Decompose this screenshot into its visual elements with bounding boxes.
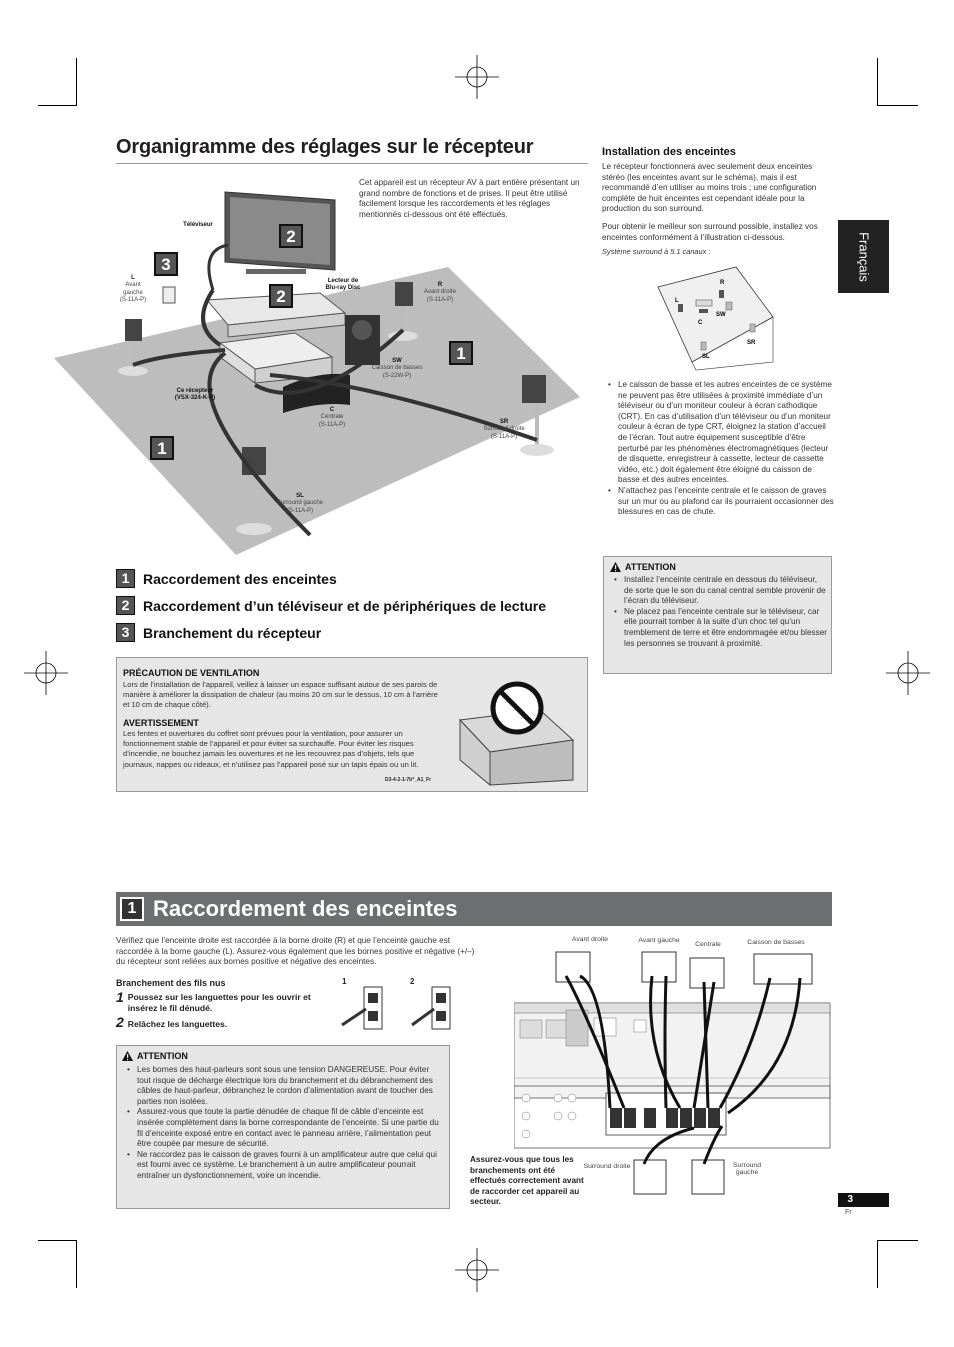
wire-label-avant-gauche: Avant gauche: [638, 937, 680, 944]
badge-1-right: 1: [456, 344, 465, 363]
page-title: Organigramme des réglages sur le récepte…: [116, 136, 534, 158]
crop-mark: [38, 105, 76, 106]
attention-right-bullets: Installez l’enceinte centrale en dessous…: [614, 575, 827, 649]
installation-heading: Installation des enceintes: [602, 146, 736, 158]
ventilation-text: Lors de l’installation de l’appareil, ve…: [123, 680, 438, 709]
installation-bullet: Le caisson de basse et les autres encein…: [608, 380, 834, 486]
room-label-C: C: [698, 320, 703, 326]
page-number: 3: [838, 1193, 889, 1207]
bare-wire-step-1: 1 Poussez sur les languettes pour les ou…: [116, 989, 311, 1013]
doc-code: D3-4-2-1-7b*_A1_Fr: [385, 777, 432, 783]
label-receiver: Ce récepteur(VSX-324-K-P): [174, 388, 216, 402]
attention-bullet: Les bornes des haut-parleurs sont sous u…: [127, 1065, 445, 1107]
room-label-SR: SR: [747, 340, 756, 346]
fig-2-label: 2: [410, 977, 415, 986]
crop-mark: [878, 105, 918, 106]
registration-mark: [24, 651, 68, 695]
setup-illustration: 2 2 3 1 1: [54, 191, 580, 555]
warning-heading: AVERTISSEMENT: [123, 718, 199, 728]
badge-2-player: 2: [276, 287, 285, 306]
registration-mark: [455, 55, 499, 99]
attention-bottom-bullets: Les bornes des haut-parleurs sont sous u…: [127, 1065, 445, 1182]
attention-heading-bottom: ATTENTION: [122, 1051, 188, 1061]
wiring-diagram: [514, 951, 831, 1195]
crop-mark: [76, 1240, 77, 1288]
speaker-SR: [520, 375, 554, 456]
surround-caption: Système surround à 5.1 canaux :: [602, 247, 711, 256]
label-tv: Téléviseur: [183, 222, 213, 228]
crop-mark: [878, 1240, 918, 1241]
crop-mark: [38, 1240, 76, 1241]
warning-triangle-icon: [122, 1051, 133, 1061]
badge-1-left: 1: [157, 439, 166, 458]
speaker-L: [118, 319, 148, 376]
crop-mark: [877, 1240, 878, 1288]
title-rule: [116, 163, 588, 164]
bare-wire-step-2: 2 Relâchez les languettes.: [116, 1014, 228, 1030]
wire-label-centrale: Centrale: [695, 941, 721, 948]
floor-area: [54, 267, 580, 555]
page-lang: Fr: [845, 1209, 852, 1216]
wire-label-caisson: Caisson de basses: [747, 939, 805, 946]
installation-p2: Pour obtenir le meilleur son surround po…: [602, 222, 818, 242]
section-number: 1: [120, 897, 144, 921]
wire-label-surround-droite: Surround droite: [583, 1163, 631, 1170]
language-tab: Français: [838, 220, 889, 293]
wiring-warning: Assurez-vous que tous les branchements o…: [470, 1155, 584, 1207]
badge-3: 3: [161, 255, 170, 274]
intro-text: Cet appareil est un récepteur AV à part …: [359, 178, 580, 219]
room-label-SL: SL: [702, 354, 710, 360]
no-cover-illustration: [458, 681, 575, 787]
bare-wire-illustration: [341, 986, 451, 1030]
ventilation-box: PRÉCAUTION DE VENTILATION Lors de l’inst…: [116, 657, 588, 792]
crop-mark: [76, 58, 77, 106]
section-title-bar: 1 Raccordement des enceintes: [116, 892, 832, 926]
installation-bullets: Le caisson de basse et les autres encein…: [608, 380, 834, 518]
room-label-R: R: [720, 280, 725, 286]
registration-mark: [886, 651, 930, 695]
badge-2-tv: 2: [286, 227, 295, 246]
warning-triangle-icon: [610, 562, 621, 572]
ventilation-heading: PRÉCAUTION DE VENTILATION: [123, 668, 260, 678]
attention-bullet: Ne raccordez pas le caisson de graves fo…: [127, 1150, 445, 1182]
registration-mark: [455, 1248, 499, 1292]
attention-bullet: Installez l’enceinte centrale en dessous…: [614, 575, 827, 607]
wire-label-surround-gauche: Surround gauche: [733, 1162, 761, 1177]
room-label-SW: SW: [716, 312, 726, 318]
attention-box-bottom: ATTENTION Les bornes des haut-parleurs s…: [116, 1045, 450, 1209]
attention-box-right: ATTENTION Installez l’enceinte centrale …: [603, 556, 832, 674]
fig-1-label: 1: [342, 977, 347, 986]
wire-label-avant-droite: Avant droite: [571, 936, 609, 943]
attention-heading-right: ATTENTION: [610, 562, 676, 572]
installation-p1: Le récepteur fonctionnera avec seulement…: [602, 162, 817, 214]
warning-text: Les fentes et ouvertures du coffret sont…: [123, 729, 419, 769]
attention-bullet: Ne placez pas l’enceinte centrale sur le…: [614, 607, 827, 649]
room-diagram: L R C SW SL SR: [657, 266, 774, 371]
section-title: Raccordement des enceintes: [153, 896, 458, 921]
crop-mark: [877, 58, 878, 106]
bare-wire-heading: Branchement des fils nus: [116, 978, 226, 988]
installation-bullet: N’attachez pas l’enceinte centrale et le…: [608, 486, 834, 518]
section-intro: Vérifiez que l’enceinte droite est racco…: [116, 936, 475, 967]
attention-bullet: Assurez-vous que toute la partie dénudée…: [127, 1107, 445, 1149]
room-label-L: L: [675, 298, 679, 304]
